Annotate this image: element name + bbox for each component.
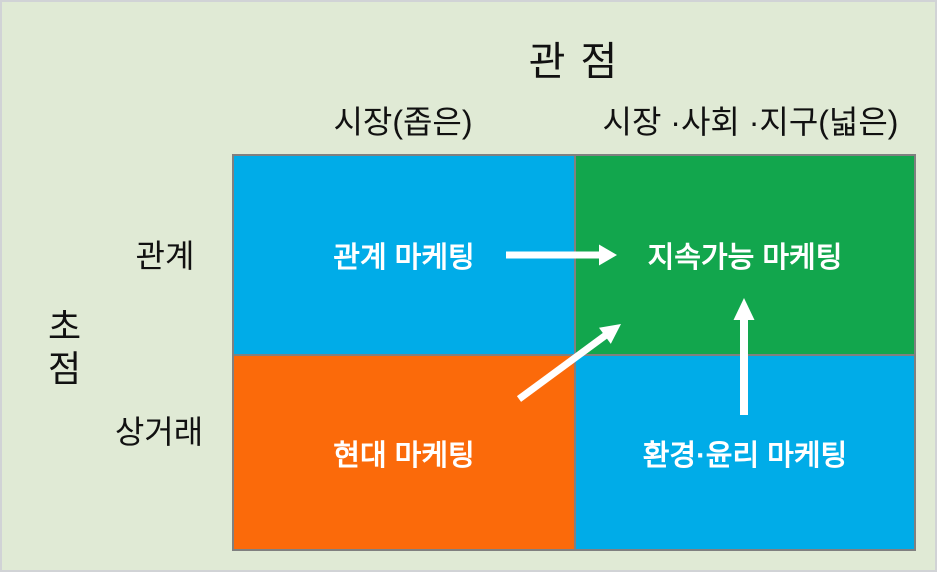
quadrant-label-sustainable-marketing: 지속가능 마케팅: [647, 242, 843, 274]
quadrant-label-environmental-ethics-marketing: 환경·윤리 마케팅: [642, 439, 848, 472]
column-header-market-society-earth-broad: 시장 ·사회 ·지구(넓은): [602, 104, 899, 140]
diagram-title: 관 점: [528, 40, 620, 84]
quadrant-modern-marketing: 현대 마케팅: [234, 356, 574, 549]
quadrant-label-relationship-marketing: 관계 마케팅: [333, 242, 475, 274]
column-header-market-narrow: 시장(좁은): [333, 104, 473, 140]
quadrant-sustainable-marketing: 지속가능 마케팅: [576, 156, 914, 354]
y-axis-title-line2: 점: [48, 348, 82, 389]
quadrant-relationship-marketing: 관계 마케팅: [234, 156, 574, 354]
row-label-commerce: 상거래: [114, 414, 204, 450]
y-axis-title-line1: 초: [48, 306, 82, 347]
row-label-relationship: 관계: [135, 238, 195, 274]
y-axis-title-focus: 초 점: [48, 306, 81, 390]
quadrant-label-modern-marketing: 현대 마케팅: [333, 439, 475, 472]
matrix-grid: 관계 마케팅 지속가능 마케팅 현대 마케팅 환경·윤리 마케팅: [232, 154, 916, 551]
quadrant-environmental-ethics-marketing: 환경·윤리 마케팅: [576, 356, 914, 549]
